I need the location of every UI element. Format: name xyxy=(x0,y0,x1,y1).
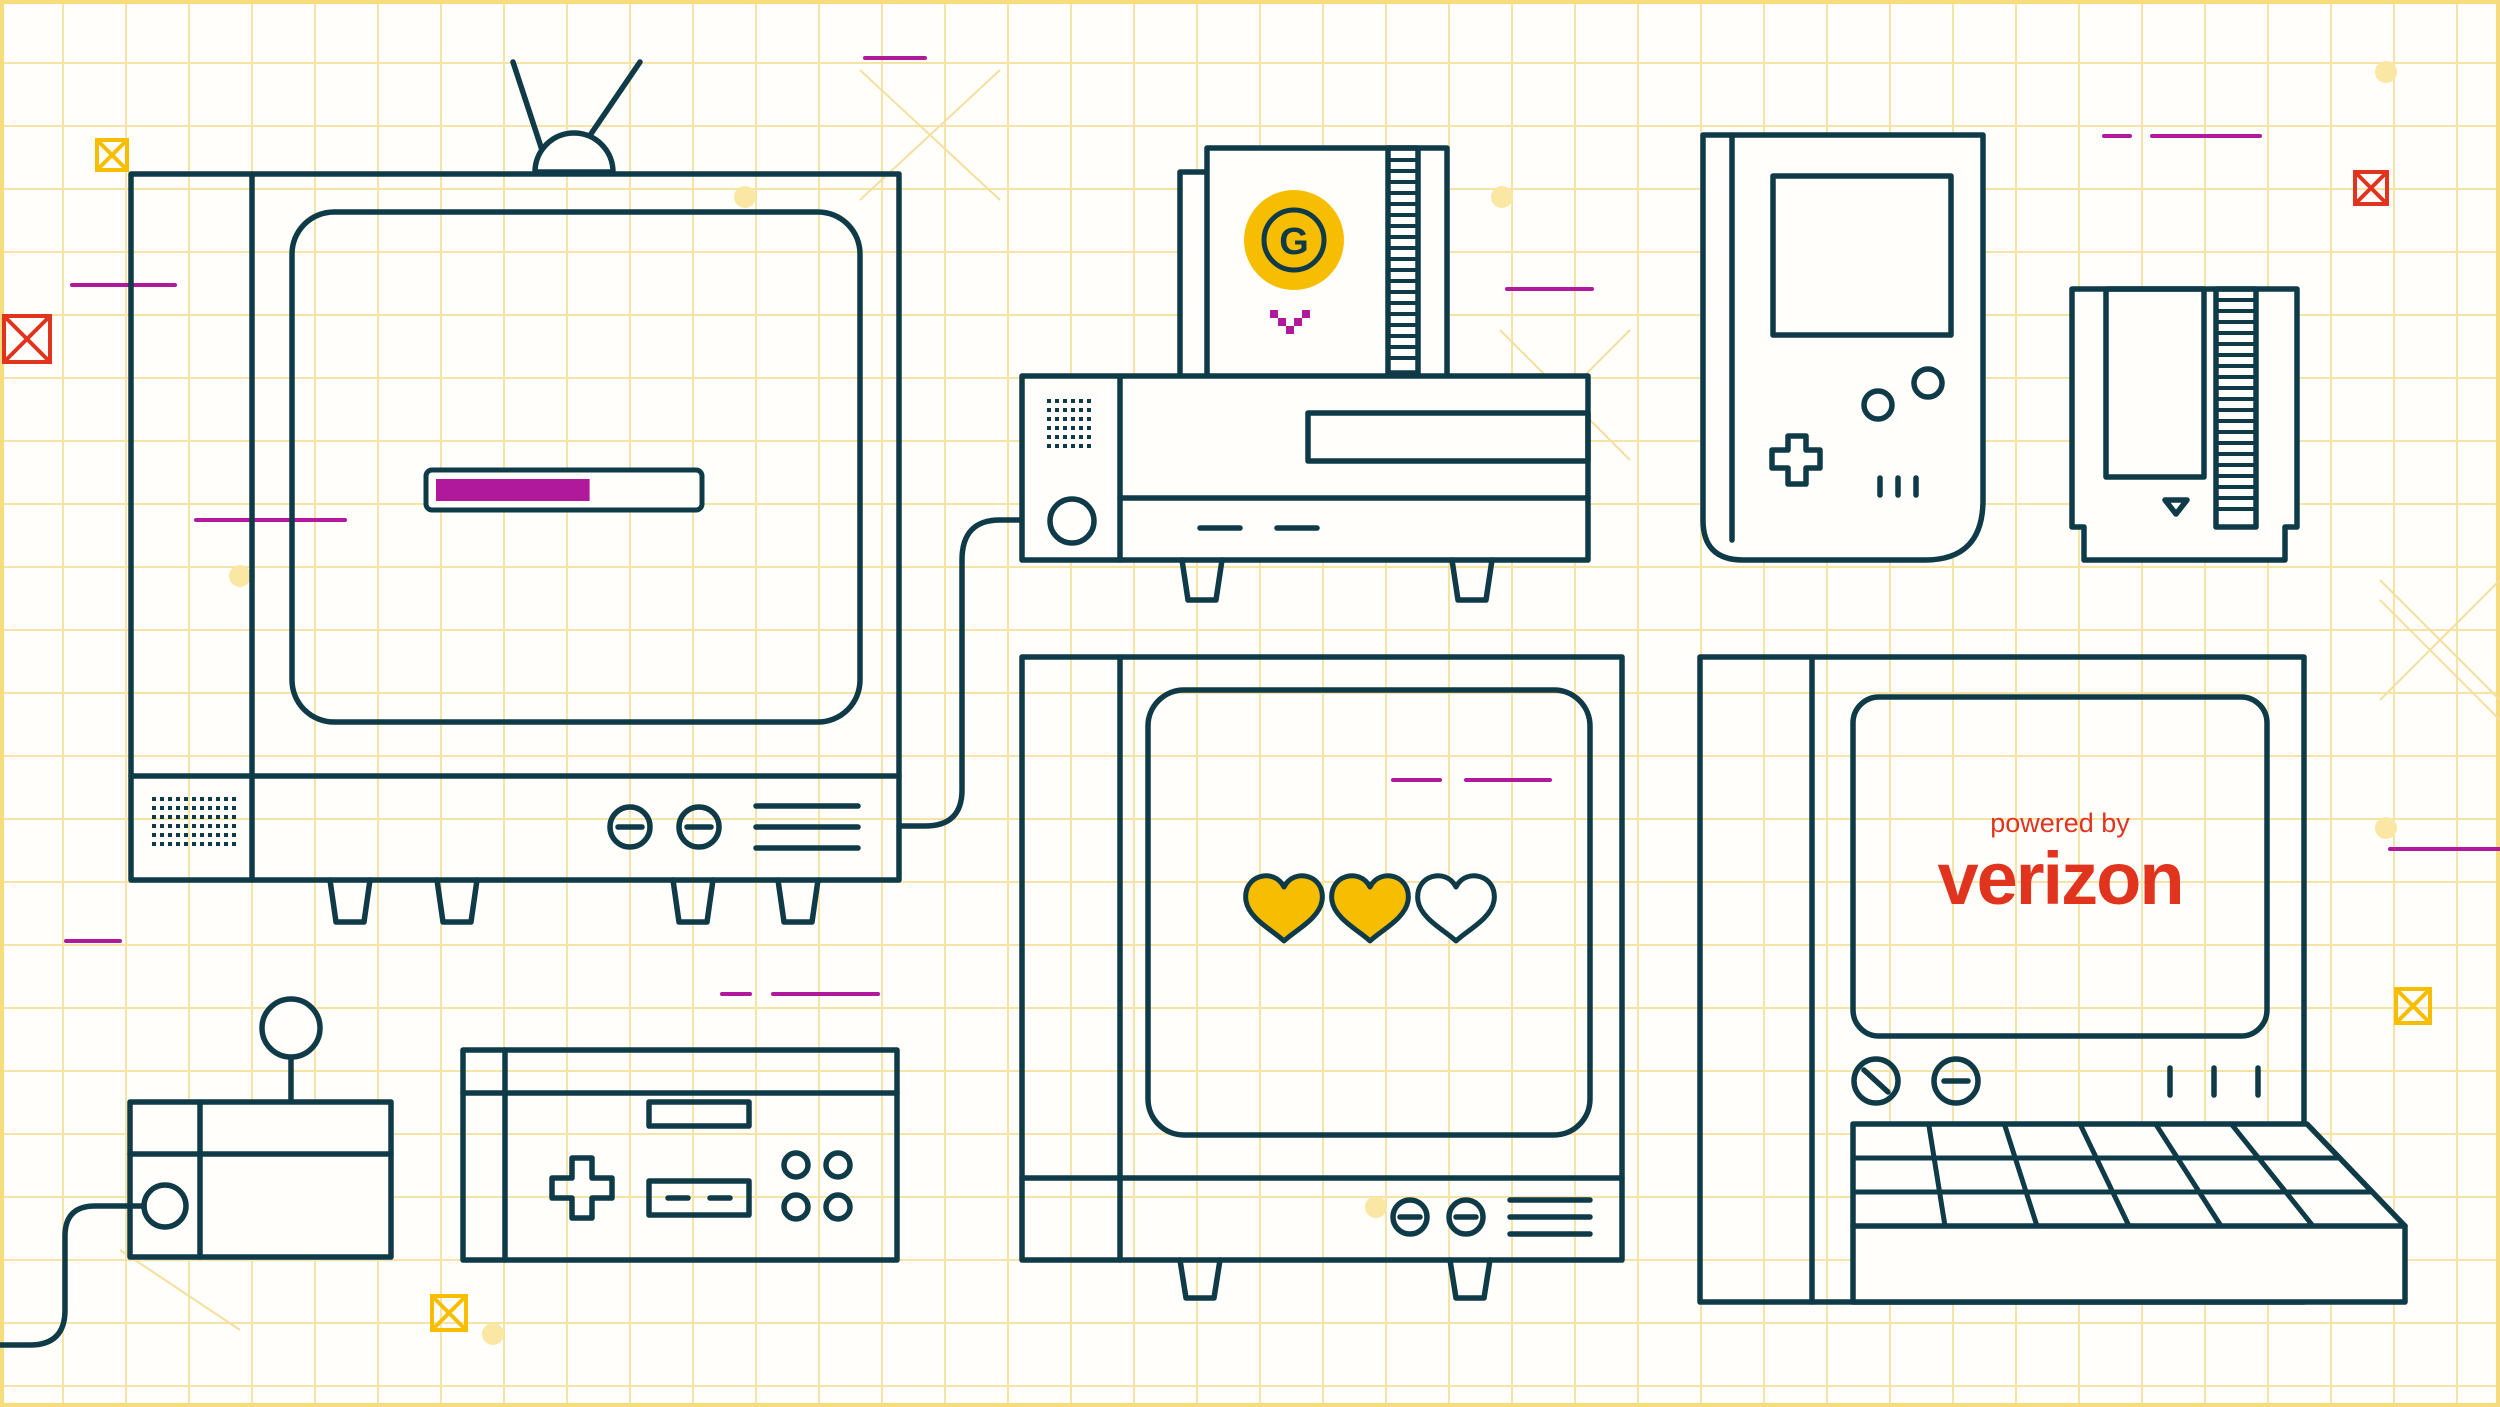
game-cartridge-icon xyxy=(2069,286,2300,563)
heart-icon xyxy=(1243,873,1325,944)
cartridge-ribs xyxy=(1390,158,1416,360)
tv-antenna-icon xyxy=(532,130,616,175)
tv-speaker-grille xyxy=(152,797,236,846)
crt-tv-icon xyxy=(1019,654,1625,1301)
loading-progress-bar xyxy=(423,467,705,513)
health-hearts xyxy=(1243,873,1497,944)
heart-icon xyxy=(1415,873,1497,944)
keyboard xyxy=(1853,1122,2373,1228)
joystick-icon xyxy=(0,996,394,1348)
coin-letter: G xyxy=(1279,221,1309,263)
heart-icon xyxy=(1329,873,1411,944)
down-arrow-icon xyxy=(1270,310,1310,334)
progress-bar-fill xyxy=(436,479,590,501)
brand-logo-text: verizon xyxy=(1937,837,2184,920)
big-tv xyxy=(128,59,1043,925)
computer-monitor-icon xyxy=(1697,654,2408,1305)
powered-by-label: powered by xyxy=(1990,808,2130,838)
x-box-icons xyxy=(2,138,2432,1332)
magenta-dashes xyxy=(64,56,2500,996)
nes-console-icon: G xyxy=(1019,145,1591,603)
nes-controller-icon xyxy=(460,1047,900,1263)
gameboy-icon xyxy=(1700,132,1986,563)
console-vent xyxy=(1047,399,1091,448)
coin-icon: G xyxy=(1244,190,1344,290)
cartridge-ribs xyxy=(2218,298,2254,511)
